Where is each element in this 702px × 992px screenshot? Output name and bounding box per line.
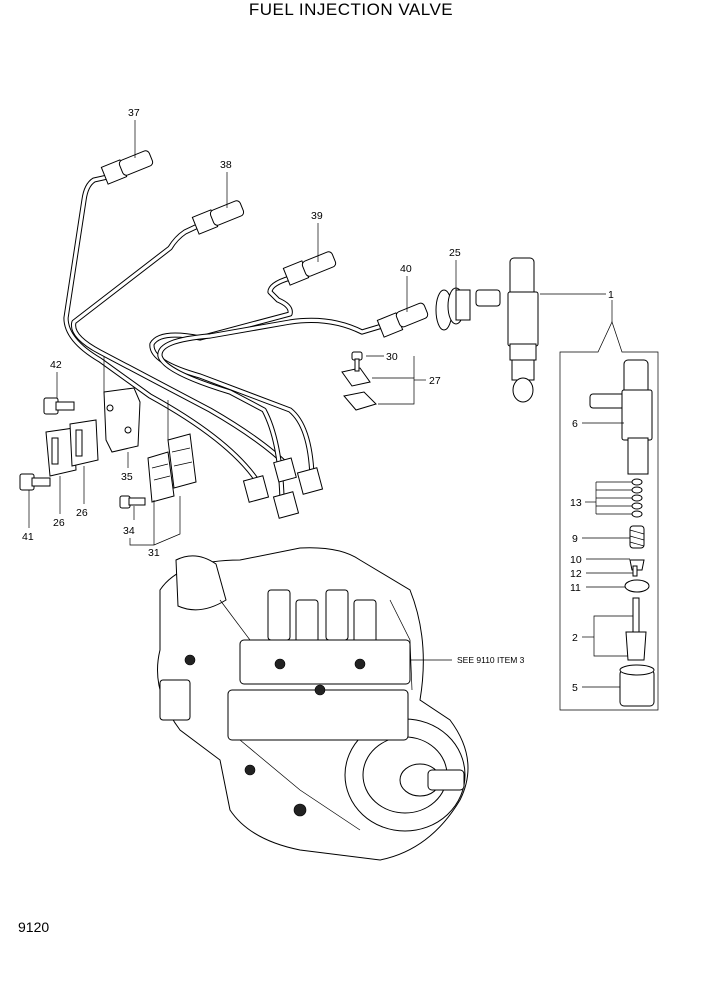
reference-note: SEE 9110 ITEM 3 xyxy=(457,655,525,665)
callout-38: 38 xyxy=(220,159,232,171)
callout-26-left: 26 xyxy=(53,517,65,529)
callout-39: 39 xyxy=(311,210,323,222)
injector-detail-box xyxy=(559,321,659,711)
callout-1: 1 xyxy=(608,289,614,301)
callout-42: 42 xyxy=(50,359,62,371)
callout-41: 41 xyxy=(22,531,34,543)
callout-40: 40 xyxy=(400,263,412,275)
callout-13: 13 xyxy=(570,497,582,509)
callout-34: 34 xyxy=(123,525,135,537)
injection-pump-body xyxy=(157,547,469,861)
callout-5: 5 xyxy=(572,682,578,694)
callout-37: 37 xyxy=(128,107,140,119)
clamp-assembly xyxy=(19,351,377,509)
callout-26-right: 26 xyxy=(76,507,88,519)
callout-30: 30 xyxy=(386,351,398,363)
callout-25: 25 xyxy=(449,247,461,259)
page-number: 9120 xyxy=(18,919,50,935)
callout-35: 35 xyxy=(121,471,133,483)
callout-11: 11 xyxy=(570,582,581,594)
callout-27: 27 xyxy=(429,375,441,387)
callout-6: 6 xyxy=(572,418,578,430)
callout-9: 9 xyxy=(572,533,578,545)
callout-labels: 37 38 39 40 25 1 30 27 42 35 26 26 41 34… xyxy=(22,107,614,694)
page-title: FUEL INJECTION VALVE xyxy=(248,0,454,19)
injector-assembly xyxy=(435,257,539,403)
callout-12: 12 xyxy=(570,568,582,580)
callout-10: 10 xyxy=(570,554,582,566)
leader-lines xyxy=(28,120,633,688)
injection-pipes xyxy=(63,150,429,519)
callout-2: 2 xyxy=(572,632,578,644)
callout-31: 31 xyxy=(148,547,160,559)
